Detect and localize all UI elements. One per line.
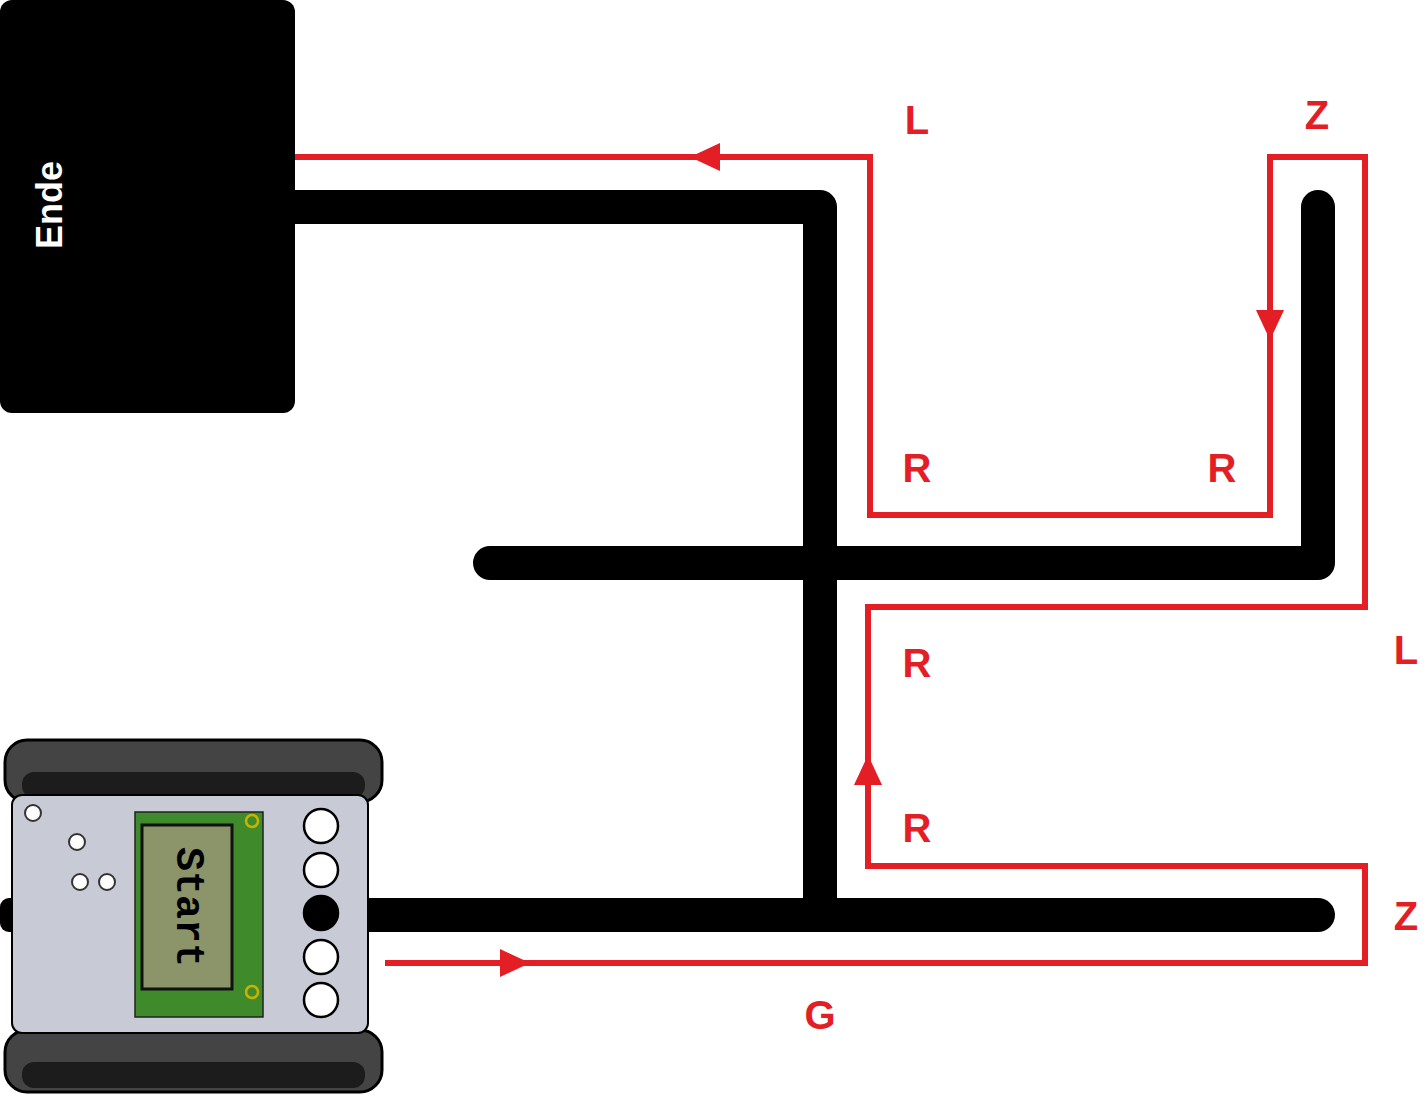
robot-buttons <box>304 809 338 1017</box>
end-label: Ende <box>32 161 68 249</box>
button <box>304 940 338 974</box>
turn-letter: Z <box>1394 896 1418 936</box>
screw <box>99 874 115 890</box>
robot-track <box>5 740 382 802</box>
track-line <box>490 207 1318 563</box>
robot: Start <box>0 738 385 1095</box>
button <box>304 853 338 887</box>
screw <box>69 834 85 850</box>
turn-letter: Z <box>1305 95 1329 135</box>
arrowhead <box>690 143 720 171</box>
turn-letter: L <box>905 100 929 140</box>
arrowhead <box>854 755 882 785</box>
robot-route <box>295 143 1365 977</box>
button <box>304 983 338 1017</box>
robot-track-belt <box>22 772 365 798</box>
turn-letter: R <box>1208 448 1237 488</box>
end-box: Ende <box>0 0 295 413</box>
board-hole <box>246 815 258 827</box>
turn-letter: L <box>1394 630 1418 670</box>
turn-letter: R <box>903 643 932 683</box>
turn-letter: R <box>903 448 932 488</box>
robot-illustration <box>0 740 382 1092</box>
track-line <box>290 207 820 915</box>
robot-track <box>5 1030 382 1092</box>
button <box>304 809 338 843</box>
turn-letter: G <box>804 995 835 1035</box>
button <box>304 896 338 930</box>
screw <box>25 805 41 821</box>
circuit-board <box>135 812 263 1017</box>
black-track <box>290 207 1318 915</box>
robot-sensor-nub <box>0 898 20 932</box>
arrowhead <box>500 949 530 977</box>
board-hole <box>246 986 258 998</box>
robot-screws <box>25 805 115 890</box>
route-line <box>295 157 1365 963</box>
robot-track-belt <box>22 1062 365 1088</box>
arrowhead <box>1256 310 1284 340</box>
screen-text: Start <box>167 847 207 967</box>
turn-letter: R <box>903 808 932 848</box>
track-line <box>320 898 1318 932</box>
lcd-screen <box>142 825 232 989</box>
robot-body <box>12 795 368 1033</box>
screw <box>72 874 88 890</box>
